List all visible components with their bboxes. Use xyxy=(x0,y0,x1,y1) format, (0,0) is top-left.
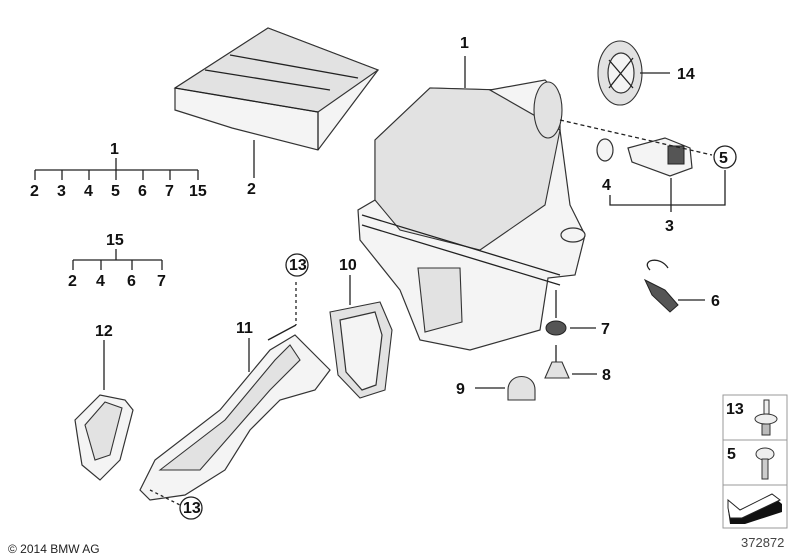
push-rivet-icon[interactable] xyxy=(754,399,778,436)
callout-13b-circle xyxy=(179,496,203,520)
tree1-root: 1 xyxy=(110,141,119,158)
callout-9: 9 xyxy=(456,381,465,398)
callout-5: 5 xyxy=(719,150,728,167)
tree1-child: 3 xyxy=(57,183,66,200)
air-mass-meter[interactable] xyxy=(627,137,693,177)
tree1-child: 4 xyxy=(84,183,93,200)
screw-icon[interactable] xyxy=(755,447,775,480)
o-ring[interactable] xyxy=(596,138,614,162)
intake-silencer-housing[interactable] xyxy=(357,79,586,351)
wiring-connector[interactable] xyxy=(643,259,679,313)
tree15-child: 6 xyxy=(127,273,136,290)
callout-10: 10 xyxy=(339,257,357,274)
callout-13b: 13 xyxy=(183,500,201,517)
callout-5-circle xyxy=(713,145,737,169)
tree1-child: 7 xyxy=(165,183,174,200)
tree1-child: 2 xyxy=(30,183,39,200)
arrow-icon xyxy=(727,493,782,524)
air-filter-element[interactable] xyxy=(173,27,380,151)
callout-11: 11 xyxy=(236,320,253,337)
tree15-root: 15 xyxy=(106,232,124,249)
callout-2: 2 xyxy=(247,181,256,198)
callout-12: 12 xyxy=(95,323,113,340)
tree1-child: 15 xyxy=(189,183,207,200)
assembly-tree-15: 15 2 4 6 7 xyxy=(68,232,166,290)
rubber-buffer[interactable] xyxy=(544,345,570,379)
callout-1: 1 xyxy=(460,35,469,52)
intake-seal-frame[interactable] xyxy=(329,301,393,399)
callout-7: 7 xyxy=(601,321,610,338)
grommet-cover[interactable] xyxy=(597,40,643,106)
callout-8: 8 xyxy=(602,367,611,384)
intake-duct[interactable] xyxy=(139,334,331,501)
diagram-number: 372872 xyxy=(741,535,784,550)
legend-label-13: 13 xyxy=(726,401,744,418)
callout-3: 3 xyxy=(665,218,674,235)
rubber-mount[interactable] xyxy=(545,290,567,336)
tree1-child: 5 xyxy=(111,183,120,200)
tree15-child: 7 xyxy=(157,273,166,290)
callout-13a: 13 xyxy=(289,257,307,274)
copyright: © 2014 BMW AG xyxy=(8,542,100,556)
fastener-legend: 13 5 xyxy=(722,394,788,529)
assembly-tree-1: 1 2 3 4 5 6 7 15 xyxy=(30,141,207,200)
callout-14: 14 xyxy=(677,66,695,83)
tree15-child: 4 xyxy=(96,273,105,290)
tree15-child: 2 xyxy=(68,273,77,290)
callout-6: 6 xyxy=(711,293,720,310)
rubber-cap[interactable] xyxy=(507,375,536,401)
callout-4: 4 xyxy=(602,177,611,194)
air-guide-shroud[interactable] xyxy=(74,394,134,481)
legend-label-5: 5 xyxy=(727,446,736,463)
callout-13a-circle xyxy=(285,253,309,277)
tree1-child: 6 xyxy=(138,183,147,200)
